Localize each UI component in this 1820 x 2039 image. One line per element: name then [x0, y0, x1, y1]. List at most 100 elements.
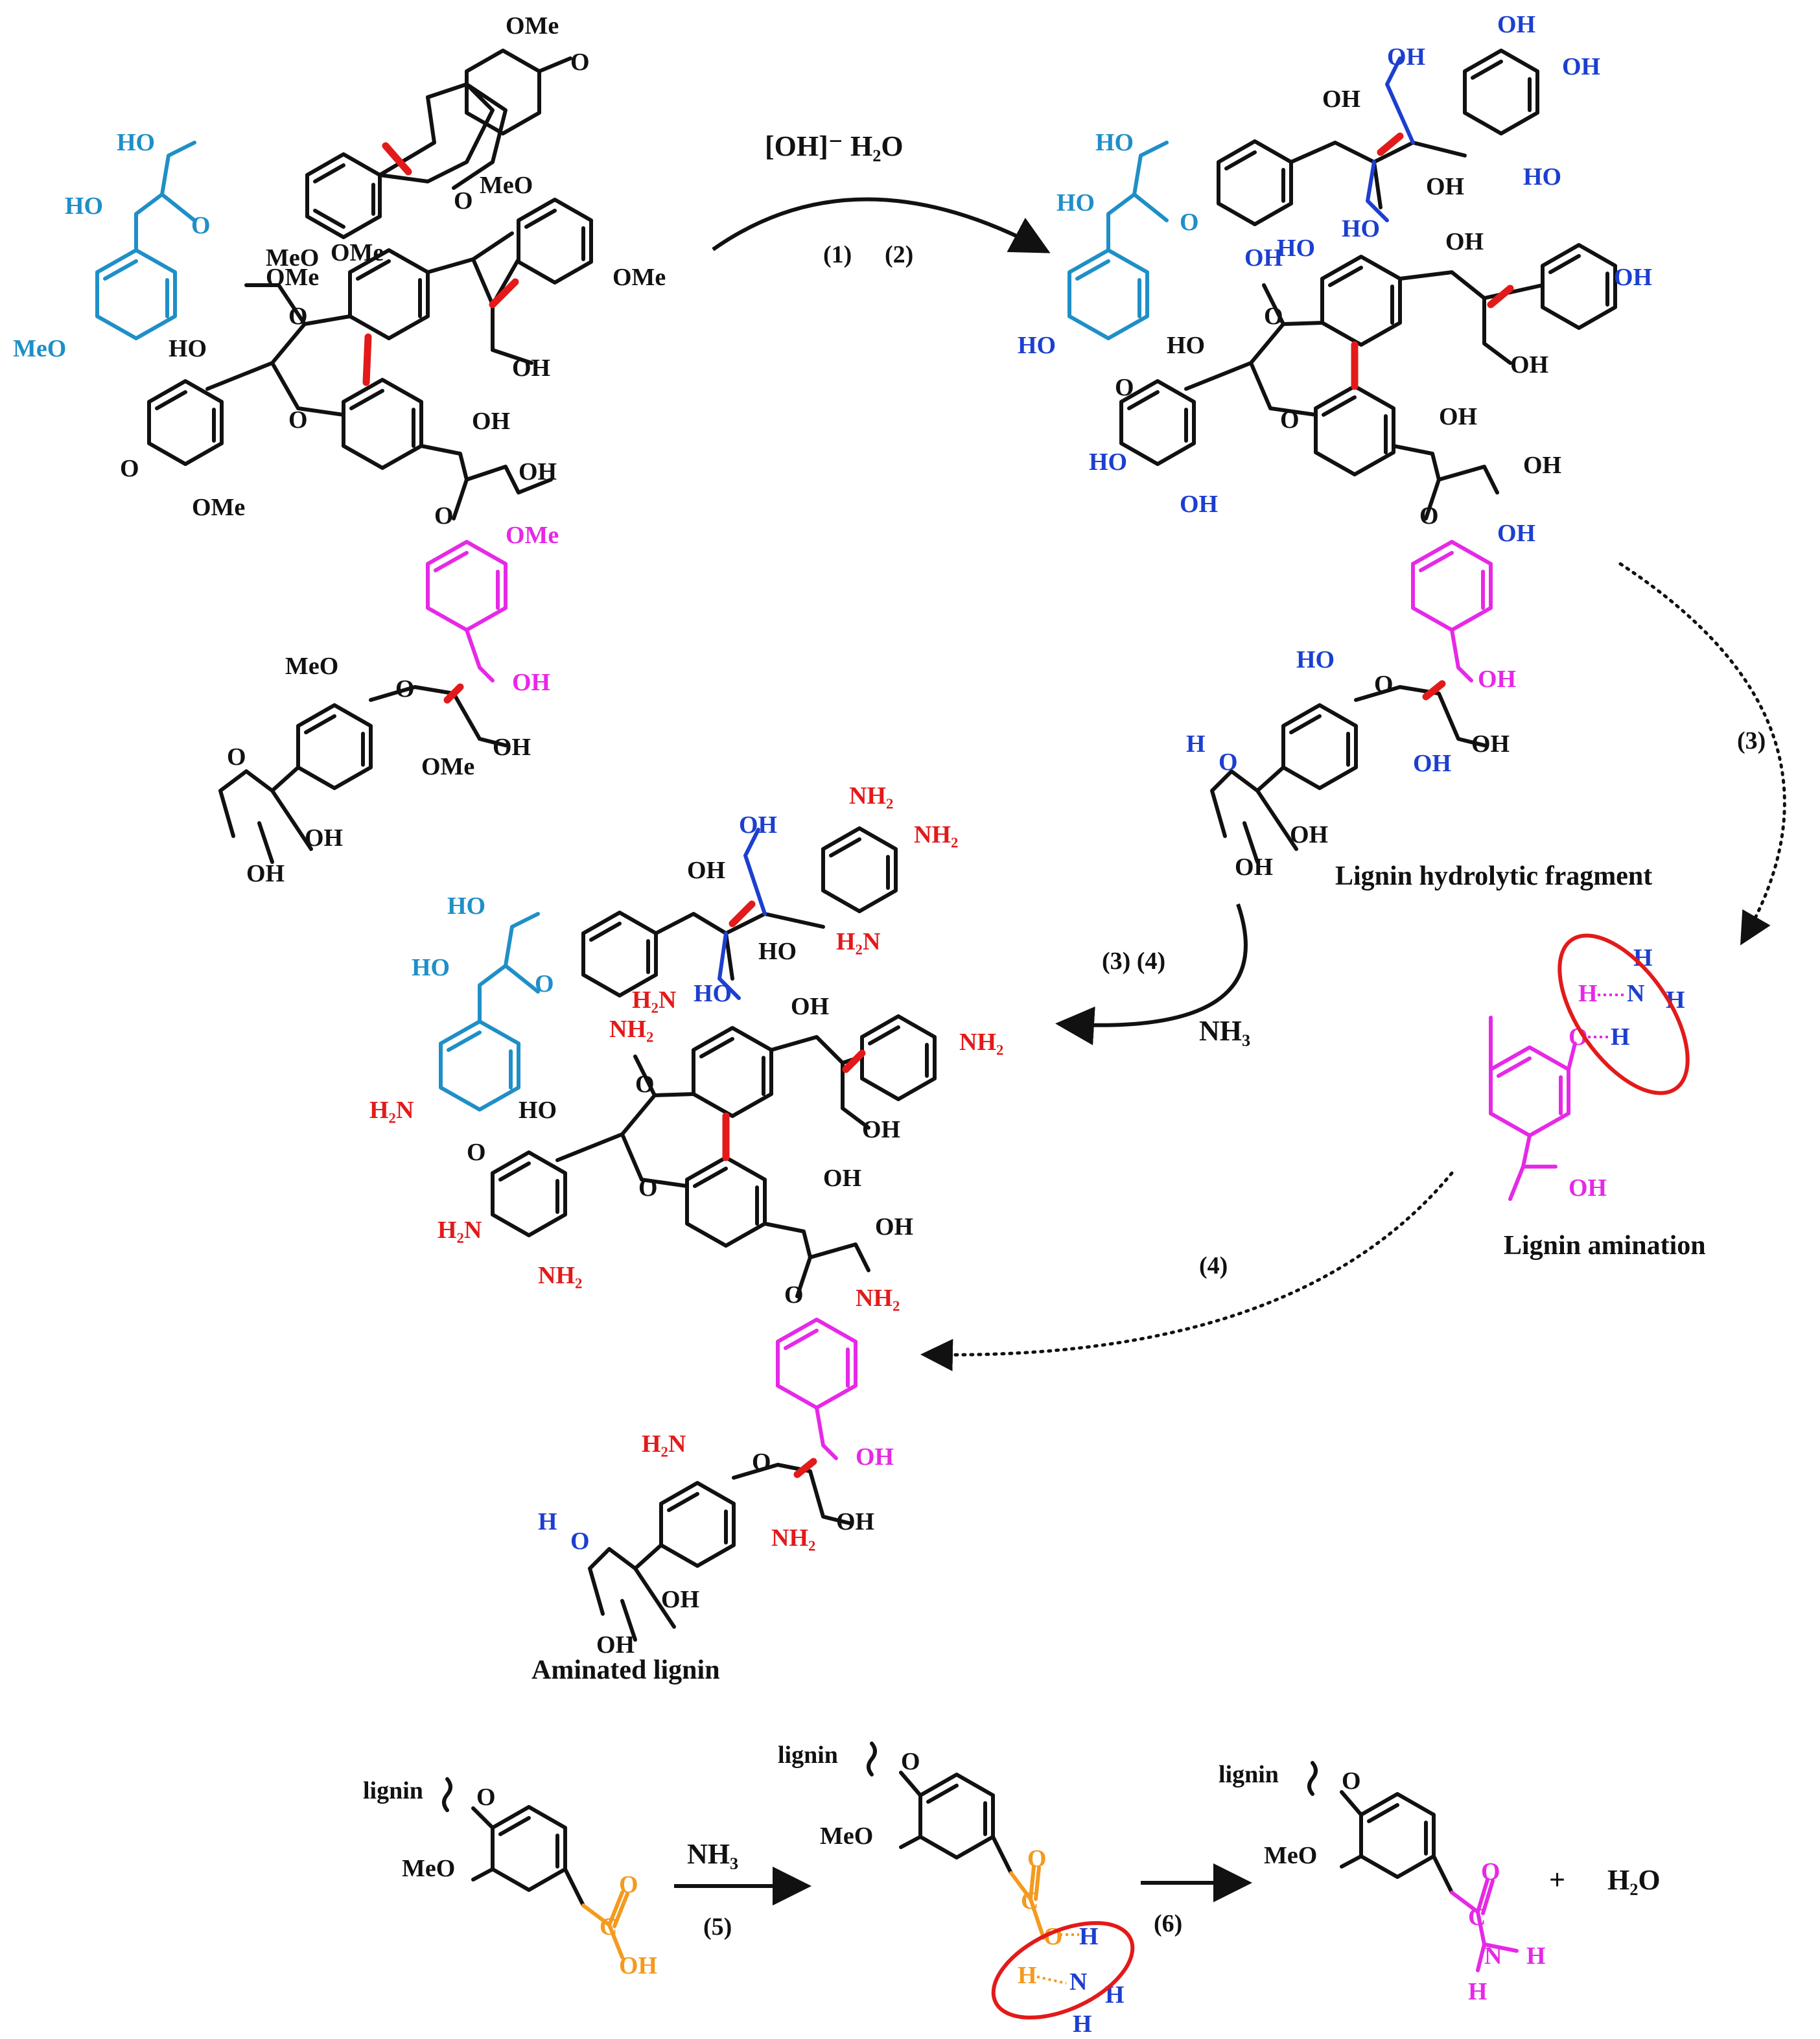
intermediate-c: C — [1021, 1887, 1038, 1915]
label-o-5: O — [227, 743, 246, 771]
am-o-1: O — [635, 1071, 655, 1098]
intermediate-o: O — [901, 1748, 920, 1775]
native-lignin-structure — [95, 49, 593, 864]
intermediate-h: H — [1018, 1962, 1037, 1989]
step-label-34: (3) (4) — [1102, 948, 1165, 975]
acid-oh: OH — [619, 1952, 657, 1979]
amin-hbonds — [1588, 994, 1624, 1038]
frag-oh-6: OH — [1244, 244, 1283, 272]
amide-wavy — [1307, 1761, 1318, 1796]
amide-h-1: H — [1526, 1942, 1546, 1970]
acid-carboxyl — [581, 1891, 629, 1959]
aminated-lignin-labels: NH₂ NH₂ OH OH HO HO H₂N H₂N NH₂ OH NH₂ O… — [369, 782, 1003, 1685]
amide-lignin-label: lignin — [1219, 1761, 1279, 1788]
benzofuran-red-bond — [489, 278, 519, 309]
label-o-mag: O — [434, 502, 454, 530]
am-oh-4: OH — [862, 1116, 900, 1143]
hydrolytic-fragment-labels: OH OH OH OH OH HO OH HO HO OH OH OH HO O… — [1018, 11, 1652, 891]
hydrolytic-fragment-structure — [1068, 49, 1617, 864]
frag-oh-2: OH — [1562, 53, 1600, 80]
magenta-side-chain — [465, 628, 495, 682]
label-oh-4: OH — [493, 734, 531, 761]
frag-red-bond-3 — [1487, 285, 1514, 309]
amination-o-bond — [1567, 1042, 1577, 1071]
am-red-bond-3 — [842, 1049, 866, 1073]
amin-h-4: H — [1611, 1023, 1630, 1051]
ring-dihydrobenzofuran — [517, 198, 593, 285]
amide-ring — [1359, 1792, 1436, 1879]
frag-blue-chain-1 — [1366, 56, 1415, 222]
dotted-curve-3 — [1618, 562, 1786, 946]
intermediate-links — [899, 1771, 1013, 1875]
am-nh2-3: NH₂ — [609, 1016, 653, 1043]
amide-group — [1450, 1878, 1519, 1972]
biphenyl-red-bond — [362, 333, 372, 386]
intermediate-wavy — [867, 1742, 877, 1777]
amide-meo: MeO — [1264, 1842, 1317, 1869]
frag-chain-2 — [1398, 270, 1545, 365]
amide-o-2: O — [1481, 1858, 1500, 1885]
am-h2n-4: H₂N — [438, 1217, 482, 1244]
frag-red-bond-1 — [1377, 132, 1404, 156]
caption-lignin-amination: Lignin amination — [1504, 1231, 1706, 1261]
label-ho-cyan-2: HO — [65, 192, 103, 220]
amination-highlight-ellipse — [1558, 933, 1690, 1095]
frag-o-5: O — [1374, 671, 1394, 698]
label-meo-cyan: MeO — [13, 335, 66, 362]
am-red-bond-4 — [793, 1458, 817, 1478]
am-o-6: O — [570, 1528, 590, 1555]
am-h2n-2: H₂N — [632, 986, 676, 1014]
label-ome-6: OMe — [421, 753, 474, 780]
am-ring-6 — [860, 1014, 937, 1101]
plus-sign: + — [1549, 1864, 1565, 1896]
frag-oh-8: OH — [1614, 264, 1652, 291]
step-label-1: (1) — [823, 241, 852, 268]
amin-h-1: H — [1578, 980, 1598, 1007]
benzofuran-link — [426, 231, 533, 365]
amide-o: O — [1342, 1767, 1361, 1795]
frag-ring-6 — [1541, 243, 1617, 330]
am-ho-1: HO — [758, 938, 797, 965]
frag-ho-2: HO — [1277, 235, 1315, 262]
frag-chain-3 — [1392, 444, 1499, 520]
step-label-4-lower: (4) — [1199, 1252, 1228, 1279]
am-o-3: O — [467, 1139, 486, 1166]
reagent-nh3-bottom: NH₃ — [687, 1838, 738, 1870]
am-nh2-7: NH₂ — [771, 1524, 815, 1552]
arrow-amination: (3) (4) NH₃ — [1055, 903, 1250, 1047]
frag-oh-15: OH — [1471, 730, 1510, 758]
label-o-cyan: O — [191, 212, 211, 239]
frag-ho-3: HO — [1523, 163, 1561, 191]
ring-furofuran-aryl — [305, 152, 382, 239]
am-oh-3: OH — [791, 993, 829, 1020]
furofuran-red-bond — [382, 142, 412, 176]
ring-top-guaiacyl — [465, 49, 572, 135]
am-h2n-3: H₂N — [369, 1097, 414, 1124]
caption-hydrolytic-fragment: Lignin hydrolytic fragment — [1335, 861, 1652, 891]
label-oh-mag: OH — [512, 669, 550, 696]
am-oh-6: OH — [875, 1213, 913, 1241]
am-o-5: O — [752, 1449, 771, 1476]
frag-ring-1 — [1217, 139, 1293, 226]
acid-o-2: O — [619, 1871, 638, 1898]
dotted-arrow-3: (3) — [1618, 562, 1786, 946]
am-magenta-chain — [815, 1406, 838, 1460]
acid-ring — [491, 1805, 567, 1892]
am-oh-8: OH — [661, 1586, 699, 1613]
am-h: H — [538, 1508, 557, 1535]
am-ring-4 — [685, 1156, 767, 1248]
frag-oh-16: OH — [1290, 821, 1328, 848]
label-o-furan: O — [454, 187, 473, 215]
reagent-hydroxide-water: [OH]⁻ H₂O — [765, 130, 904, 162]
label-ome-5: OMe — [192, 494, 245, 521]
native-lignin-labels: OMe O MeO MeO OMe OMe OMe O HO OH OH OH … — [13, 12, 666, 887]
curved-arrow-1 — [712, 197, 1051, 253]
am-ho-2: HO — [694, 980, 732, 1007]
amide-n: N — [1484, 1942, 1502, 1970]
amide-h-2: H — [1468, 1978, 1488, 2005]
am-ho-cyan-2: HO — [412, 954, 450, 981]
intermediate-o-2: O — [1027, 1845, 1047, 1872]
frag-ho-5: HO — [1018, 332, 1056, 359]
amide-c: C — [1468, 1904, 1486, 1931]
am-o-2: O — [638, 1174, 658, 1202]
